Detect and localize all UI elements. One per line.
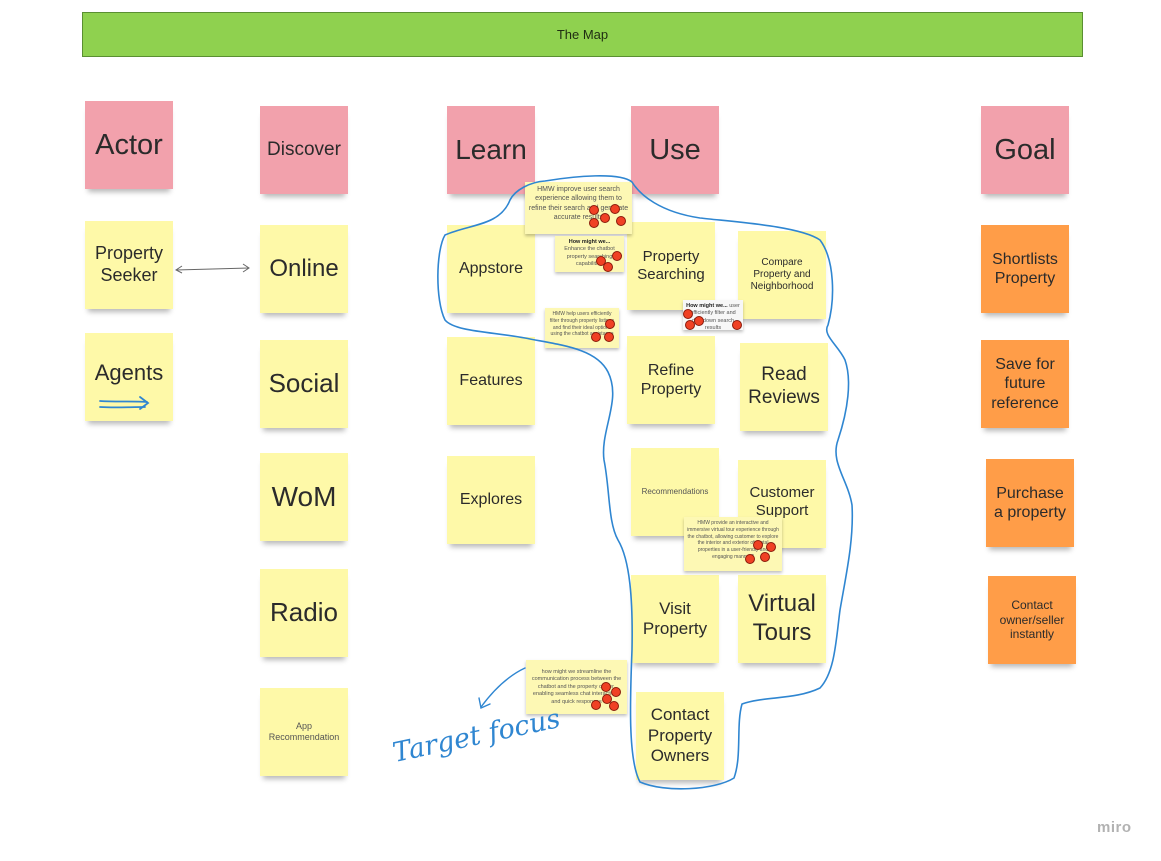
note-label: Explores — [459, 491, 523, 509]
hmw-text: Enhance the chatbot property searching c… — [564, 246, 615, 268]
note-label: App Recommendation — [268, 721, 340, 742]
note-label: Visit Property — [642, 598, 708, 638]
header-label: Use — [649, 133, 701, 166]
vote-dot[interactable] — [609, 701, 619, 711]
vote-dot[interactable] — [589, 218, 599, 228]
sticky-note-explores[interactable]: Explores — [447, 456, 535, 544]
hmw-text: user efficiently filter and dropdown sea… — [690, 303, 740, 332]
vote-dot[interactable] — [745, 554, 755, 564]
svg-text:Target focus: Target focus — [390, 703, 563, 769]
note-label: WoM — [271, 481, 337, 513]
vote-dot[interactable] — [610, 204, 620, 214]
vote-dot[interactable] — [591, 332, 601, 342]
vote-dot[interactable] — [760, 552, 770, 562]
target-focus-loop[interactable] — [437, 175, 854, 790]
hmw-text: HMW provide an interactive and immersive… — [687, 520, 779, 560]
sticky-note-purchase-property[interactable]: Purchase a property — [986, 459, 1074, 547]
note-label: Contact Property Owners — [647, 705, 713, 766]
vote-dot[interactable] — [766, 542, 776, 552]
note-label: Purchase a property — [993, 484, 1067, 521]
vote-dot[interactable] — [694, 316, 704, 326]
header-label: Discover — [267, 138, 341, 160]
vote-dot[interactable] — [605, 319, 615, 329]
note-label: Compare Property and Neighborhood — [750, 257, 814, 292]
hmw-note-virtual-tour[interactable]: HMW provide an interactive and immersive… — [684, 517, 782, 571]
header-note-goal[interactable]: Goal — [981, 106, 1069, 194]
sticky-note-contact-owner-seller[interactable]: Contact owner/seller instantly — [988, 576, 1076, 664]
header-note-discover[interactable]: Discover — [260, 106, 348, 194]
vote-dot[interactable] — [612, 251, 622, 261]
vote-dot[interactable] — [616, 216, 626, 226]
header-label: Learn — [455, 134, 527, 166]
note-label: Online — [269, 254, 339, 282]
note-label: Read Reviews — [748, 364, 820, 408]
vote-dot[interactable] — [596, 256, 606, 266]
hmw-text: HMW improve user search experience allow… — [528, 186, 629, 222]
note-label: Shortlists Property — [992, 250, 1058, 287]
vote-dot[interactable] — [600, 213, 610, 223]
sticky-note-shortlists-property[interactable]: Shortlists Property — [981, 225, 1069, 313]
note-label: Virtual Tours — [748, 590, 816, 646]
vote-dot[interactable] — [604, 332, 614, 342]
hmw-heading: How might we... — [686, 303, 728, 309]
sticky-note-appstore[interactable]: Appstore — [447, 225, 535, 313]
note-label: Property Seeker — [94, 243, 164, 285]
vote-dot[interactable] — [589, 205, 599, 215]
hmw-note-search-experience[interactable]: HMW improve user search experience allow… — [525, 182, 632, 234]
vote-dot[interactable] — [732, 320, 742, 330]
hmw-text: HMW help users efficiently filter throug… — [549, 311, 615, 338]
note-label: Contact owner/seller instantly — [999, 598, 1065, 642]
header-note-use[interactable]: Use — [631, 106, 719, 194]
sticky-note-virtual-tours[interactable]: Virtual Tours — [738, 575, 826, 663]
vote-dot[interactable] — [602, 694, 612, 704]
connector-arrow[interactable] — [175, 263, 250, 274]
vote-dot[interactable] — [601, 682, 611, 692]
sticky-note-online[interactable]: Online — [260, 225, 348, 313]
sticky-note-property-seeker[interactable]: Property Seeker — [85, 221, 173, 309]
vote-dot[interactable] — [611, 687, 621, 697]
miro-logo: miro — [1097, 819, 1132, 836]
vote-dot[interactable] — [683, 309, 693, 319]
note-label: Agents — [94, 360, 164, 385]
map-title-banner[interactable]: The Map — [82, 12, 1083, 57]
sticky-note-agents[interactable]: Agents — [85, 333, 173, 421]
vote-dot[interactable] — [685, 320, 695, 330]
note-label: Save for future reference — [991, 356, 1059, 412]
sticky-note-save-for-later[interactable]: Save for future reference — [981, 340, 1069, 428]
sticky-note-social[interactable]: Social — [260, 340, 348, 428]
sticky-note-compare-property[interactable]: Compare Property and Neighborhood — [738, 231, 826, 319]
header-label: Goal — [994, 133, 1056, 166]
sticky-note-visit-property[interactable]: Visit Property — [631, 575, 719, 663]
target-focus-label: Target focus — [390, 703, 563, 769]
note-label: Recommendations — [641, 487, 709, 497]
sticky-note-wom[interactable]: WoM — [260, 453, 348, 541]
note-label: Customer Support — [749, 484, 815, 519]
sticky-note-features[interactable]: Features — [447, 337, 535, 425]
header-label: Actor — [95, 128, 163, 161]
note-label: Social — [268, 368, 340, 399]
sticky-note-property-searching[interactable]: Property Searching — [627, 222, 715, 310]
header-note-learn[interactable]: Learn — [447, 106, 535, 194]
sticky-note-refine-property[interactable]: Refine Property — [627, 336, 715, 424]
note-label: Radio — [270, 597, 338, 628]
hmw-heading: How might we... — [568, 239, 611, 245]
sticky-note-read-reviews[interactable]: Read Reviews — [740, 343, 828, 431]
vote-dot[interactable] — [603, 262, 613, 272]
header-note-actor[interactable]: Actor — [85, 101, 173, 189]
marker-arrow-icon[interactable] — [99, 396, 150, 410]
sticky-note-radio[interactable]: Radio — [260, 569, 348, 657]
note-label: Property Searching — [637, 248, 705, 283]
map-title: The Map — [556, 27, 609, 42]
hmw-text: how might we streamline the communicatio… — [531, 669, 622, 705]
note-label: Features — [459, 372, 523, 390]
sticky-note-app-recommendation[interactable]: App Recommendation — [260, 688, 348, 776]
vote-dot[interactable] — [591, 700, 601, 710]
note-label: Refine Property — [640, 361, 702, 398]
vote-dot[interactable] — [753, 540, 763, 550]
note-label: Appstore — [458, 260, 524, 278]
hmw-note-dropdown-search[interactable]: How might we... user efficiently filter … — [683, 300, 743, 332]
target-focus-arrow[interactable] — [478, 667, 526, 709]
sticky-note-contact-owners[interactable]: Contact Property Owners — [636, 692, 724, 780]
